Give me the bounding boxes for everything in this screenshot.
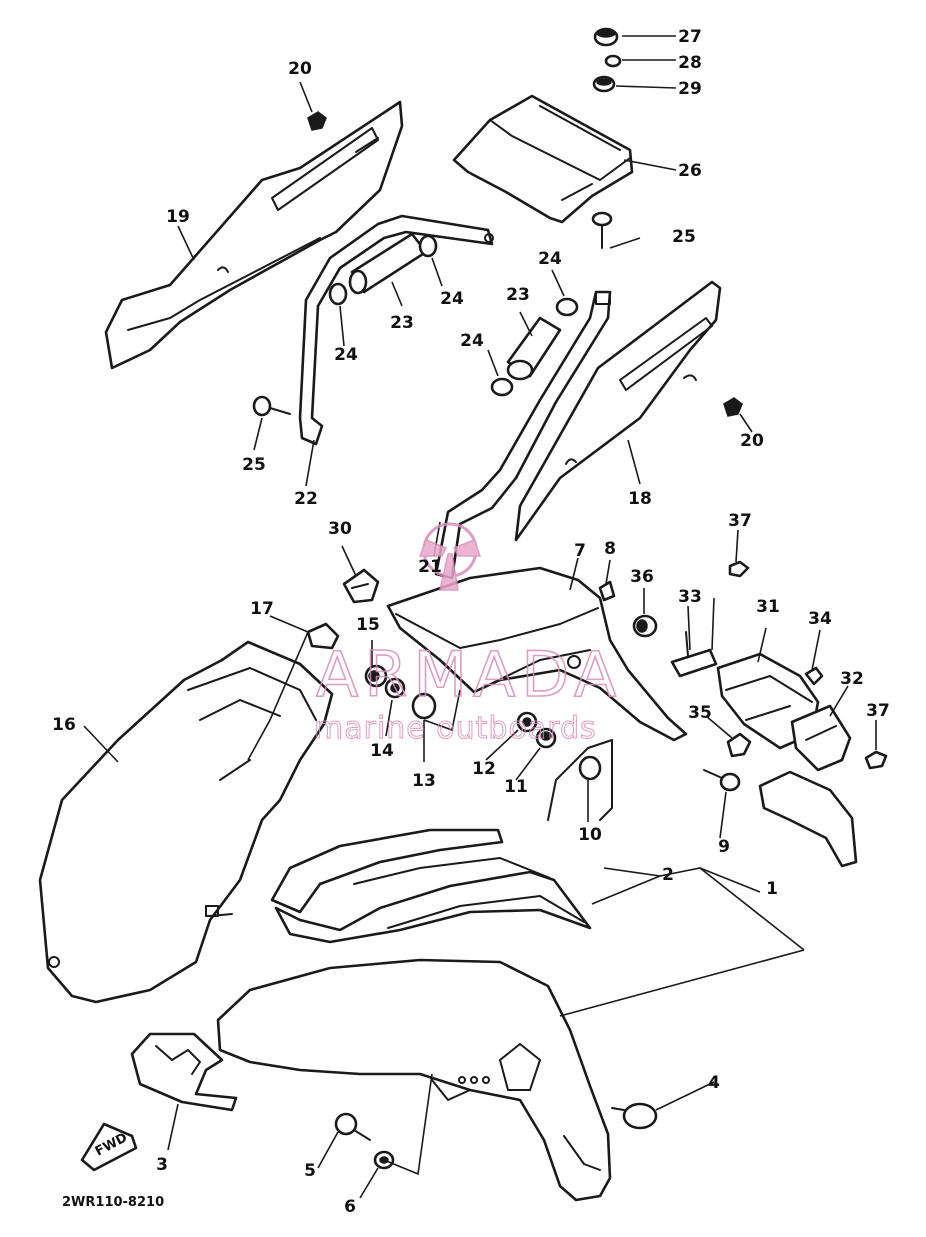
bracket-22: [298, 214, 494, 446]
callout-23: 23: [390, 313, 414, 333]
damper-24-c: [555, 297, 579, 317]
spacer-23-right: [506, 316, 562, 381]
callout-4: 4: [708, 1073, 720, 1093]
callout-18: 18: [628, 489, 652, 509]
callout-19: 19: [166, 207, 190, 227]
callout-24: 24: [440, 289, 464, 309]
fender-frame-7: [386, 566, 688, 742]
fwd-arrow: FWD: [80, 1122, 138, 1172]
callout-15: 15: [356, 615, 380, 635]
callout-20: 20: [740, 431, 764, 451]
callout-11: 11: [504, 777, 528, 797]
watermark-tagline: marine outboards: [314, 711, 597, 746]
callout-26: 26: [678, 161, 702, 181]
side-cover-left: [104, 100, 404, 370]
reflector-32: [790, 704, 852, 772]
callout-24: 24: [460, 331, 484, 351]
licence-bracket: [758, 770, 858, 868]
grommet-27: [593, 27, 619, 47]
side-cover-right: [514, 280, 722, 542]
callout-27: 27: [678, 27, 702, 47]
watermark-logo-icon: [418, 522, 482, 591]
bolt-35: [726, 732, 752, 758]
callout-23: 23: [506, 285, 530, 305]
front-fender-1: [216, 958, 612, 1202]
nut-11: [535, 727, 557, 749]
bracket-33: [670, 631, 718, 678]
bolt-5: [334, 1112, 371, 1141]
bolt-37-lower: [864, 750, 888, 770]
callout-14: 14: [370, 741, 394, 761]
callout-37: 37: [866, 701, 890, 721]
callout-8: 8: [604, 539, 616, 559]
callout-34: 34: [808, 609, 832, 629]
callout-25: 25: [242, 455, 266, 475]
bolt-20-upper: [307, 111, 327, 131]
collar-29: [592, 75, 616, 93]
bolt-25-upper: [591, 211, 613, 249]
callout-24: 24: [538, 249, 562, 269]
nut-14: [384, 677, 406, 699]
watermark: ARMADA marine outboards: [314, 522, 622, 747]
bracket-stay: [547, 739, 613, 821]
callout-6: 6: [344, 1197, 356, 1217]
callout-16: 16: [52, 715, 76, 735]
drawing-code: 2WR110-8210: [62, 1195, 164, 1210]
callout-3: 3: [156, 1155, 168, 1175]
callout-36: 36: [630, 567, 654, 587]
washer-28: [604, 54, 622, 68]
watermark-brand: ARMADA: [316, 638, 622, 711]
emblem-3: [130, 1032, 238, 1112]
callout-21: 21: [418, 557, 442, 577]
callout-35: 35: [688, 703, 712, 723]
bolt-9: [703, 769, 741, 792]
callout-7: 7: [574, 541, 586, 561]
callout-13: 13: [412, 771, 436, 791]
bracket-21: [434, 290, 612, 580]
clip-8: [598, 580, 616, 602]
cover-box-26: [452, 94, 634, 224]
callout-37: 37: [728, 511, 752, 531]
callout-22: 22: [294, 489, 318, 509]
callout-32: 32: [840, 669, 864, 689]
nut-34: [804, 666, 824, 686]
collar-13: [411, 692, 437, 720]
rear-fender-16: [38, 640, 334, 1004]
flap-2: [270, 828, 592, 944]
callout-24: 24: [334, 345, 358, 365]
callout-12: 12: [472, 759, 496, 779]
collar-15: [364, 664, 388, 688]
callout-31: 31: [756, 597, 780, 617]
cap-4: [611, 1102, 658, 1130]
collar-12: [516, 711, 538, 733]
damper-24-a: [328, 282, 348, 306]
callout-20: 20: [288, 59, 312, 79]
bolt-37-upper: [728, 560, 750, 578]
bolt-25-lower: [252, 395, 291, 417]
callout-10: 10: [578, 825, 602, 845]
callout-25: 25: [672, 227, 696, 247]
collar-10: [578, 755, 602, 781]
callout-5: 5: [304, 1161, 316, 1181]
callout-29: 29: [678, 79, 702, 99]
clip-17: [306, 622, 340, 650]
damper-24-d: [490, 377, 514, 397]
callout-33: 33: [678, 587, 702, 607]
callout-9: 9: [718, 837, 730, 857]
damper-24-b: [418, 234, 438, 258]
callout-30: 30: [328, 519, 352, 539]
callout-28: 28: [678, 53, 702, 73]
clip-30: [342, 568, 380, 604]
bolt-20-lower: [723, 397, 743, 417]
callout-1: 1: [766, 879, 778, 899]
grommet-36: [632, 614, 658, 638]
callout-2: 2: [662, 865, 674, 885]
callout-17: 17: [250, 599, 274, 619]
